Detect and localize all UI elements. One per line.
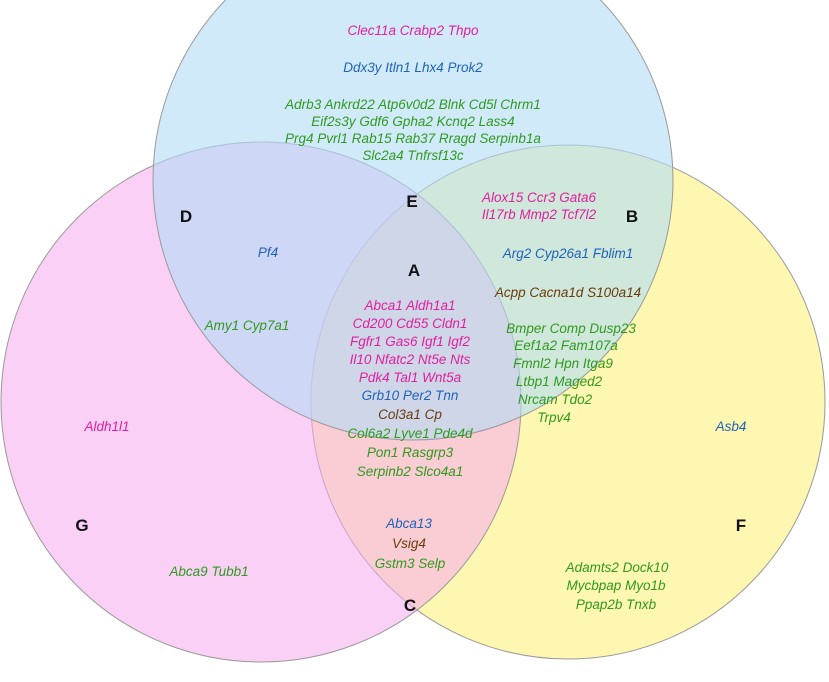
region-label-d: D	[180, 207, 192, 226]
gene-list-a-line: Col6a2 Lyve1 Pde4d	[347, 426, 473, 441]
gene-list-g-line: Aldh1l1	[83, 419, 129, 434]
circle-top	[152, 0, 674, 441]
gene-list-e-line: Ddx3y Itln1 Lhx4 Prok2	[343, 60, 483, 75]
region-label-b: B	[626, 207, 638, 226]
gene-list-f-line: Asb4	[715, 419, 747, 434]
gene-list-a-line: Cd200 Cd55 Cldn1	[353, 316, 468, 331]
gene-list-f-line: Adamts2 Dock10	[565, 560, 669, 575]
gene-list-b-line: Eef1a2 Fam107a	[514, 338, 618, 353]
gene-list-a-line: Col3a1 Cp	[378, 407, 442, 422]
gene-list-b-line: Arg2 Cyp26a1 Fblim1	[502, 246, 634, 261]
gene-list-b-line: Bmper Comp Dusp23	[506, 321, 636, 336]
gene-list-a-line: Grb10 Per2 Tnn	[362, 388, 459, 403]
gene-list-a-line: Abca1 Aldh1a1	[363, 298, 455, 313]
gene-list-b-line: Il17rb Mmp2 Tcf7l2	[482, 207, 597, 222]
gene-list-d-line: Amy1 Cyp7a1	[204, 318, 290, 333]
gene-list-e-line: Clec11a Crabp2 Thpo	[347, 23, 479, 38]
gene-list-a-line: Pdk4 Tal1 Wnt5a	[359, 370, 462, 385]
region-label-a: A	[408, 261, 420, 280]
gene-list-f-line: Mycbpap Myo1b	[566, 578, 666, 593]
gene-list-a-line: Il10 Nfatc2 Nt5e Nts	[350, 352, 471, 367]
gene-list-d-line: Pf4	[258, 245, 278, 260]
region-label-e: E	[406, 192, 417, 211]
region-label-g: G	[75, 516, 88, 535]
gene-list-b-line: Trpv4	[537, 410, 571, 425]
region-label-f: F	[736, 516, 746, 535]
gene-list-c-line: Gstm3 Selp	[375, 556, 446, 571]
gene-list-e-line: Slc2a4 Tnfrsf13c	[362, 148, 464, 163]
gene-list-f-line: Ppap2b Tnxb	[576, 597, 657, 612]
region-label-c: C	[404, 596, 416, 615]
gene-list-a-line: Serpinb2 Slco4a1	[357, 464, 464, 479]
gene-list-b-line: Nrcam Tdo2	[518, 392, 593, 407]
gene-list-b-line: Fmnl2 Hpn Itga9	[513, 356, 613, 371]
gene-list-b-line: Ltbp1 Maged2	[516, 374, 603, 389]
gene-list-c-line: Vsig4	[392, 536, 426, 551]
gene-list-a-line: Fgfr1 Gas6 Igf1 Igf2	[350, 334, 471, 349]
gene-list-e-line: Adrb3 Ankrd22 Atp6v0d2 Blnk Cd5l Chrm1	[284, 97, 541, 112]
gene-list-b-line: Acpp Cacna1d S100a14	[494, 285, 641, 300]
gene-list-b-line: Alox15 Ccr3 Gata6	[481, 190, 597, 205]
gene-list-g-line: Abca9 Tubb1	[168, 564, 248, 579]
gene-list-e-line: Prg4 Pvrl1 Rab15 Rab37 Rragd Serpinb1a	[285, 131, 541, 146]
gene-list-e-line: Eif2s3y Gdf6 Gpha2 Kcnq2 Lass4	[311, 114, 514, 129]
gene-list-a-line: Pon1 Rasgrp3	[367, 445, 454, 460]
gene-list-c-line: Abca13	[385, 516, 432, 531]
